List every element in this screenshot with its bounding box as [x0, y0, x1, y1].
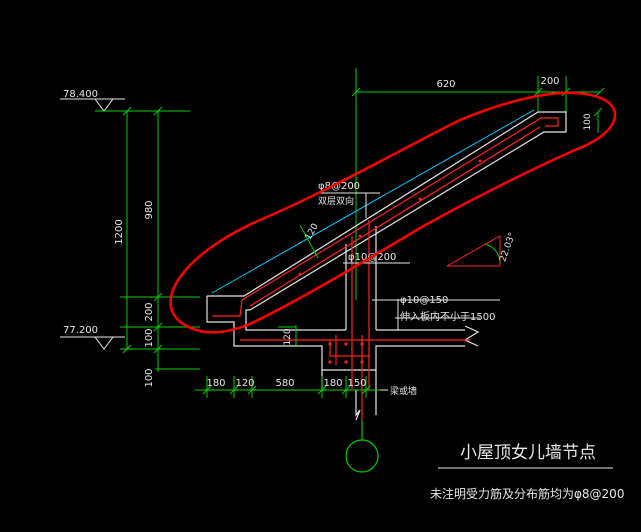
bottom-dimensions — [195, 376, 380, 398]
dim-bottom-180-b: 180 — [323, 378, 342, 389]
step-dim-lines — [278, 224, 319, 346]
drawing-title: 小屋顶女儿墙节点 — [460, 443, 596, 463]
annotation-rebar-anchor: φ10@150 — [400, 295, 448, 306]
annotation-wall: 梁或墙 — [390, 385, 417, 397]
dim-slab-120: 120 — [283, 328, 293, 345]
dim-bottom-180-a: 180 — [206, 378, 225, 389]
highlight-ellipse — [169, 91, 617, 334]
dim-bottom-580: 580 — [275, 378, 294, 389]
drawing-note: 未注明受力筋及分布筋均为φ8@200 — [430, 486, 624, 501]
dim-1200: 1200 — [114, 219, 125, 244]
dim-200: 200 — [144, 302, 155, 321]
annotation-rebar-top-sub: 双层双向 — [318, 195, 354, 207]
angle-triangle — [446, 235, 501, 267]
elevation-top-label: 78.400 — [63, 89, 98, 100]
rebar-lines — [212, 117, 559, 420]
dim-cap-100: 100 — [583, 113, 593, 130]
axis-bubble — [345, 420, 379, 473]
dim-bottom-120: 120 — [235, 378, 254, 389]
concrete-outline — [206, 111, 567, 421]
elevation-mark-top — [60, 98, 190, 112]
dim-200-top: 200 — [540, 76, 559, 87]
dim-980: 980 — [144, 200, 155, 219]
vertical-dimensions — [120, 106, 200, 372]
rebar-dots — [298, 159, 482, 364]
angle-label: 22.03° — [498, 231, 518, 263]
dim-step-120: 120 — [304, 222, 321, 242]
waterproof-layer — [211, 109, 535, 294]
dim-620: 620 — [436, 79, 455, 90]
annotation-rebar-top: φ8@200 — [318, 181, 360, 192]
elevation-bottom-label: 77.200 — [63, 325, 98, 336]
dim-bottom-150: 150 — [347, 378, 366, 389]
dim-100-b: 100 — [144, 368, 155, 387]
elevation-mark-bottom — [60, 336, 125, 350]
dim-100-a: 100 — [144, 328, 155, 347]
leader-lines — [316, 192, 500, 391]
annotation-rebar-anchor-sub: 伸入板内不小于1500 — [400, 310, 495, 323]
top-dimensions — [351, 68, 605, 300]
